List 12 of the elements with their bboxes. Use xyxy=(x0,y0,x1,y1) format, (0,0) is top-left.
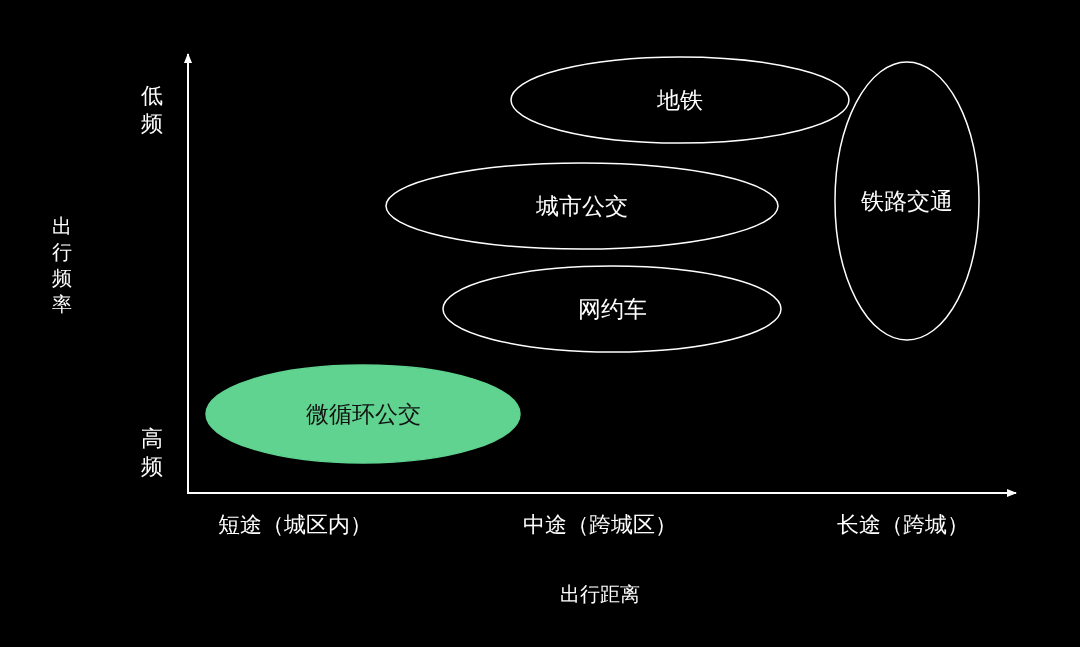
axis-tick-label: 中途（跨城区） xyxy=(523,511,677,539)
ellipse-node: 网约车 xyxy=(442,265,782,353)
axis-tick-label: 低频 xyxy=(140,81,164,139)
ellipse-node: 地铁 xyxy=(510,56,850,144)
ellipse-node: 城市公交 xyxy=(385,162,779,250)
ellipse-node: 铁路交通 xyxy=(834,61,980,341)
axis-tick-label: 短途（城区内） xyxy=(218,511,372,539)
axis-tick-label: 长途（跨城） xyxy=(837,511,969,539)
axis-tick-label: 高频 xyxy=(140,424,164,482)
axis-title: 出行频率 xyxy=(51,213,73,317)
axis-title: 出行距离 xyxy=(560,580,640,608)
ellipse-node: 微循环公交 xyxy=(205,364,521,464)
